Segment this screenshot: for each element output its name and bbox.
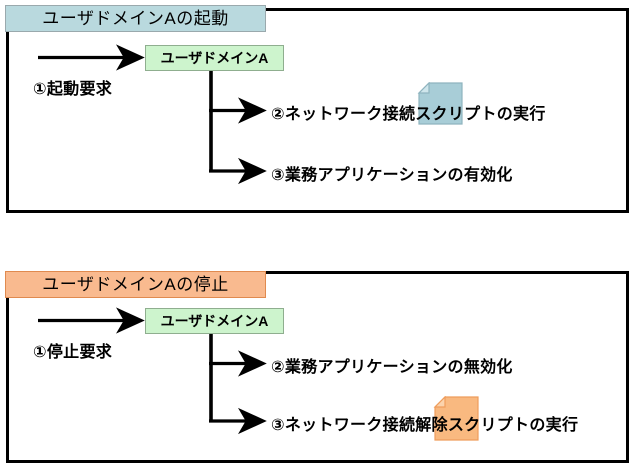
startup-diagram-frame (6, 8, 629, 213)
startup-step-3-label: ③業務アプリケーションの有効化 (271, 167, 513, 184)
shutdown-step-2-label: ②業務アプリケーションの無効化 (271, 359, 513, 376)
shutdown-request-label: ①停止要求 (33, 344, 113, 361)
startup-request-label: ①起動要求 (33, 81, 113, 98)
shutdown-step-3-label: ③ネットワーク接続解除スクリプトの実行 (271, 417, 579, 434)
shutdown-diagram-frame (6, 271, 629, 463)
script-document-icon (433, 396, 479, 441)
script-document-icon (417, 82, 463, 125)
shutdown-title-banner: ユーザドメインAの停止 (5, 271, 266, 298)
startup-title-banner: ユーザドメインAの起動 (5, 5, 266, 32)
startup-step-2-label: ②ネットワーク接続スクリプトの実行 (271, 106, 546, 123)
startup-user-domain-node: ユーザドメインA (145, 45, 284, 71)
shutdown-user-domain-node: ユーザドメインA (145, 308, 284, 334)
